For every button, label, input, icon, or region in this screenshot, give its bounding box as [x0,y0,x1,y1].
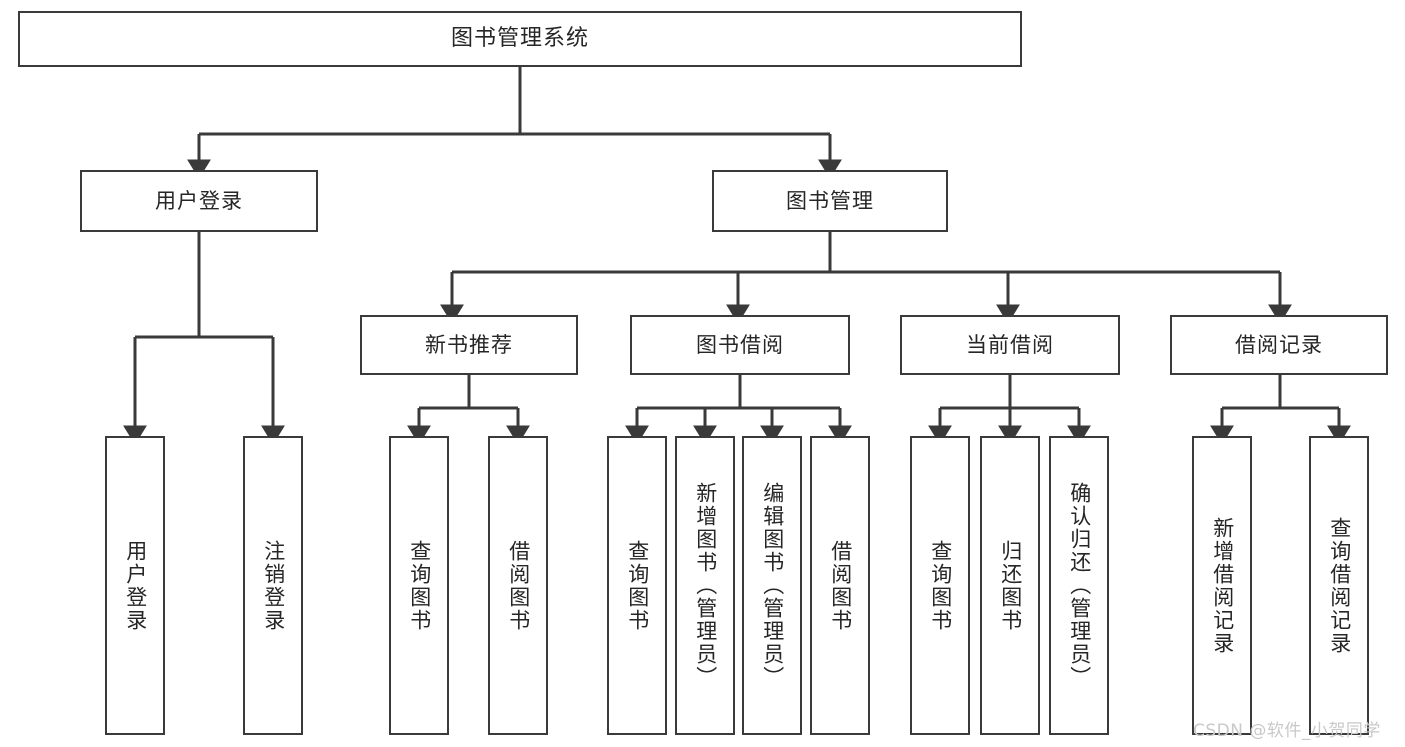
node-book-borrow[interactable]: 图书借阅 [630,315,850,375]
node-leaf-return-book[interactable]: 归还图书 [980,436,1040,735]
node-label: 确认归还（管理员） [1067,482,1092,689]
node-label: 查询图书 [625,539,650,632]
node-label: 图书借阅 [696,332,784,357]
node-label: 归还图书 [998,539,1023,632]
node-root-book-management-system[interactable]: 图书管理系统 [18,11,1022,67]
node-leaf-confirm-return[interactable]: 确认归还（管理员） [1049,436,1109,735]
node-label: 图书管理 [786,188,874,213]
node-leaf-query-book-3[interactable]: 查询图书 [910,436,970,735]
node-label: 注销登录 [261,539,286,632]
node-new-book-recommend[interactable]: 新书推荐 [360,315,578,375]
node-label: 新增图书（管理员） [693,482,718,689]
node-label: 查询借阅记录 [1327,516,1352,655]
node-leaf-query-book-1[interactable]: 查询图书 [389,436,449,735]
node-label: 用户登录 [123,539,148,632]
node-label: 新增借阅记录 [1210,516,1235,655]
watermark: CSDN @软件_小贺同学 [1193,721,1381,741]
node-leaf-logout-login[interactable]: 注销登录 [243,436,303,735]
node-leaf-add-record[interactable]: 新增借阅记录 [1192,436,1252,735]
node-current-borrow[interactable]: 当前借阅 [900,315,1120,375]
node-label: 用户登录 [155,188,243,213]
node-leaf-user-login[interactable]: 用户登录 [105,436,165,735]
node-label: 借阅图书 [506,539,531,632]
node-leaf-borrow-book-2[interactable]: 借阅图书 [810,436,870,735]
node-label: 查询图书 [407,539,432,632]
node-borrow-record[interactable]: 借阅记录 [1170,315,1388,375]
node-label: 查询图书 [928,539,953,632]
node-leaf-borrow-book-1[interactable]: 借阅图书 [488,436,548,735]
node-label: 新书推荐 [425,332,513,357]
node-leaf-edit-book[interactable]: 编辑图书（管理员） [742,436,802,735]
node-leaf-query-book-2[interactable]: 查询图书 [607,436,667,735]
node-label: 当前借阅 [966,332,1054,357]
node-label: 借阅图书 [828,539,853,632]
node-label: 借阅记录 [1235,332,1323,357]
node-leaf-add-book[interactable]: 新增图书（管理员） [675,436,735,735]
node-label: 图书管理系统 [450,26,589,52]
node-leaf-query-record[interactable]: 查询借阅记录 [1309,436,1369,735]
node-book-manage[interactable]: 图书管理 [712,170,948,232]
node-user-login[interactable]: 用户登录 [80,170,318,232]
node-label: 编辑图书（管理员） [760,482,785,689]
